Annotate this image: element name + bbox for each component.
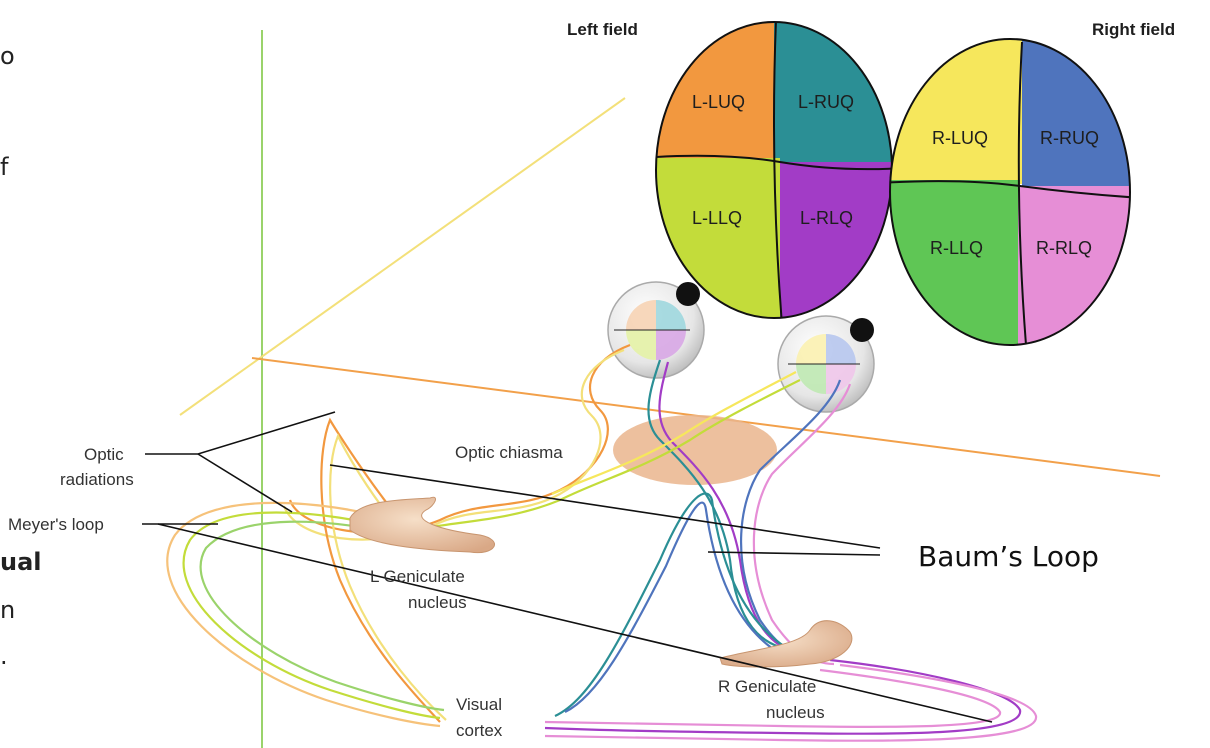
optic-chiasma-label: Optic chiasma xyxy=(455,443,563,462)
visual-cortex-label-line2: cortex xyxy=(456,721,503,740)
radiation-orange xyxy=(320,417,441,723)
quadrant-label-l-llq: L-LLQ xyxy=(692,208,742,228)
optic-radiations-label-line1: Optic xyxy=(84,445,124,464)
tract-lime xyxy=(399,379,801,537)
diagonal-axis-line xyxy=(179,97,626,416)
left-field-title: Left field xyxy=(567,20,638,39)
quadrant-label-r-ruq: R-RUQ xyxy=(1040,128,1099,148)
r-geniculate-label-line2: nucleus xyxy=(766,703,825,722)
cropped-text-fragment-3: ual xyxy=(0,548,42,576)
tract-purple xyxy=(658,361,811,657)
left-eyeball xyxy=(607,281,705,379)
r-geniculate-nucleus-shape xyxy=(719,620,853,668)
radiation-orange-outer xyxy=(166,501,441,728)
callout-lines xyxy=(142,411,993,723)
radiation-yellow xyxy=(329,433,447,721)
baums-loop-blue xyxy=(564,501,785,713)
radiation-pink-right xyxy=(544,663,1038,742)
cropped-text-fragment-2: f xyxy=(0,153,9,181)
quadrant-label-l-ruq: L-RUQ xyxy=(798,92,854,112)
radiation-green-inner xyxy=(199,520,445,712)
quadrant-label-l-luq: L-LUQ xyxy=(692,92,745,112)
quadrant-label-r-rlq: R-RLQ xyxy=(1036,238,1092,258)
quadrant-label-r-luq: R-LUQ xyxy=(932,128,988,148)
meyers-loop-label: Meyer's loop xyxy=(8,515,104,534)
right-eyeball xyxy=(777,315,875,413)
baums-loop-label: Baum’s Loop xyxy=(918,540,1099,573)
cropped-text-fragment-5: . xyxy=(0,642,8,670)
optic-radiations-label-line2: radiations xyxy=(60,470,134,489)
cropped-text-fragment-4: n xyxy=(0,596,15,624)
tract-yellow-2 xyxy=(551,371,797,496)
quadrant-label-r-llq: R-LLQ xyxy=(930,238,983,258)
quadrant-label-l-rlq: L-RLQ xyxy=(800,208,853,228)
optic-chiasma-shape xyxy=(613,415,777,485)
fiber-tracts xyxy=(166,343,1038,742)
tract-yellow xyxy=(282,348,625,541)
baums-loop-line-2 xyxy=(707,551,881,556)
cropped-text-fragment-1: o xyxy=(0,42,15,70)
radiation-pink-right-2 xyxy=(544,668,1002,729)
l-geniculate-label-line1: L Geniculate xyxy=(370,567,465,586)
visual-cortex-label-line1: Visual xyxy=(456,695,502,714)
baums-loop-teal xyxy=(554,492,791,717)
radiation-purple-right xyxy=(544,658,1022,735)
radiation-green-outer xyxy=(182,511,441,720)
right-field-ellipse xyxy=(890,39,1130,345)
baums-loop-line-1 xyxy=(329,464,881,549)
meyers-loop-long-line xyxy=(157,523,993,723)
l-geniculate-nucleus-shape xyxy=(349,496,495,554)
optic-radiations-callout xyxy=(145,411,336,455)
optic-radiations-callout-2 xyxy=(197,453,293,513)
r-geniculate-label-line1: R Geniculate xyxy=(718,677,816,696)
l-geniculate-label-line2: nucleus xyxy=(408,593,467,612)
left-field-ellipse xyxy=(656,22,892,318)
right-field-title: Right field xyxy=(1092,20,1175,39)
tract-teal xyxy=(647,359,801,652)
